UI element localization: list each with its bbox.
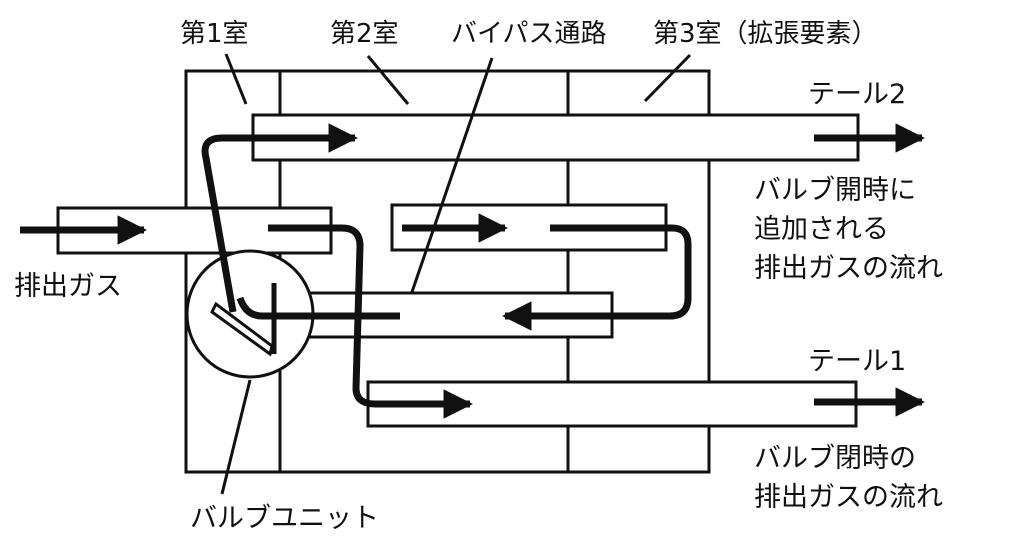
note-valve-closed-2: 排出ガスの流れ (754, 482, 943, 513)
label-chamber2: 第2室 (330, 19, 399, 49)
label-tail1: テール1 (808, 346, 906, 377)
leader-chamber1 (224, 53, 248, 105)
leader-lines (220, 53, 692, 495)
labels: 第1室 第2室 バイパス通路 第3室（拡張要素） テール2 テール1 排出ガス … (14, 19, 943, 534)
valve-open-flow-path (201, 134, 262, 313)
valve-closed-flow-path (268, 224, 376, 408)
label-chamber1: 第1室 (180, 19, 249, 49)
note-valve-open-3: 排出ガスの流れ (754, 253, 943, 284)
flow-arrows (20, 123, 925, 419)
note-valve-closed-1: バルブ閉時の (754, 443, 916, 474)
valve-flap (210, 301, 274, 357)
label-exhaust: 排出ガス (14, 271, 122, 302)
chamber3-loop-path (550, 224, 692, 320)
label-valve-unit: バルブユニット (190, 503, 379, 534)
valve-open-bypass-path (236, 296, 400, 320)
leader-chamber3 (643, 53, 692, 103)
leader-valve-unit (220, 379, 252, 495)
leader-bypass (410, 57, 494, 293)
label-tail2: テール2 (808, 79, 906, 110)
leader-chamber2 (366, 55, 410, 105)
label-bypass: バイパス通路 (451, 19, 606, 49)
label-chamber3: 第3室（拡張要素） (653, 19, 878, 49)
muffler-casing (184, 69, 711, 474)
note-valve-open-2: 追加される (754, 214, 889, 245)
note-valve-open-1: バルブ開時に (754, 175, 916, 206)
